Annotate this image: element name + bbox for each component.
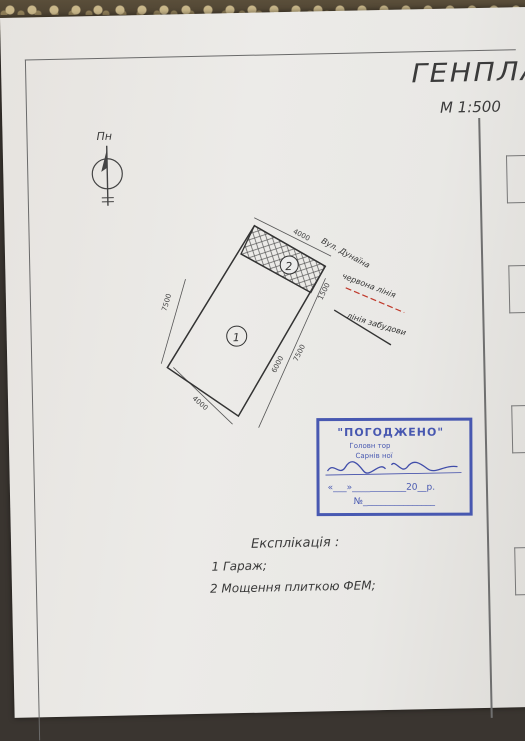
legend-heading: Експлікація : (251, 535, 340, 552)
stamp-date-line: «___»____________20__р. (328, 483, 436, 493)
page-title: ГЕНПЛАН (411, 56, 525, 89)
title-block-cell (508, 265, 525, 314)
lot-2-label: 2 (285, 260, 292, 273)
stamp-line-1: Головн тор (349, 442, 390, 450)
drawing-sheet: ГЕНПЛАН М 1:500 Пн 2 1 4000 7500 (0, 7, 525, 718)
red-line-label: червона лінія (341, 271, 397, 300)
drawing-scale: М 1:500 (440, 98, 501, 117)
title-block-cell (506, 155, 525, 204)
title-block-cell (514, 547, 525, 596)
dim-right-b: 7500 (292, 343, 307, 363)
build-line-label: лінія забудови (345, 311, 407, 338)
lot-1-label: 1 (233, 331, 240, 344)
stamp-number-line: №________________ (354, 497, 435, 507)
dim-top: 4000 (292, 228, 312, 243)
title-block-cell (511, 405, 525, 454)
north-label: Пн (96, 130, 112, 143)
dim-left: 7500 (160, 293, 173, 312)
dim-right-short: 1500 (317, 282, 332, 302)
street-name: Вул. Дунаїна (320, 236, 372, 270)
stamp-heading: "ПОГОДЖЕНО" (337, 426, 444, 439)
legend-item-1: 1 Гараж; (211, 559, 267, 574)
dim-bottom: 4000 (191, 395, 210, 413)
signature-icon (323, 457, 465, 481)
approval-stamp: "ПОГОДЖЕНО" Головн тор Сарнів ної «___»_… (316, 418, 472, 517)
north-arrow-icon: Пн (82, 127, 134, 218)
